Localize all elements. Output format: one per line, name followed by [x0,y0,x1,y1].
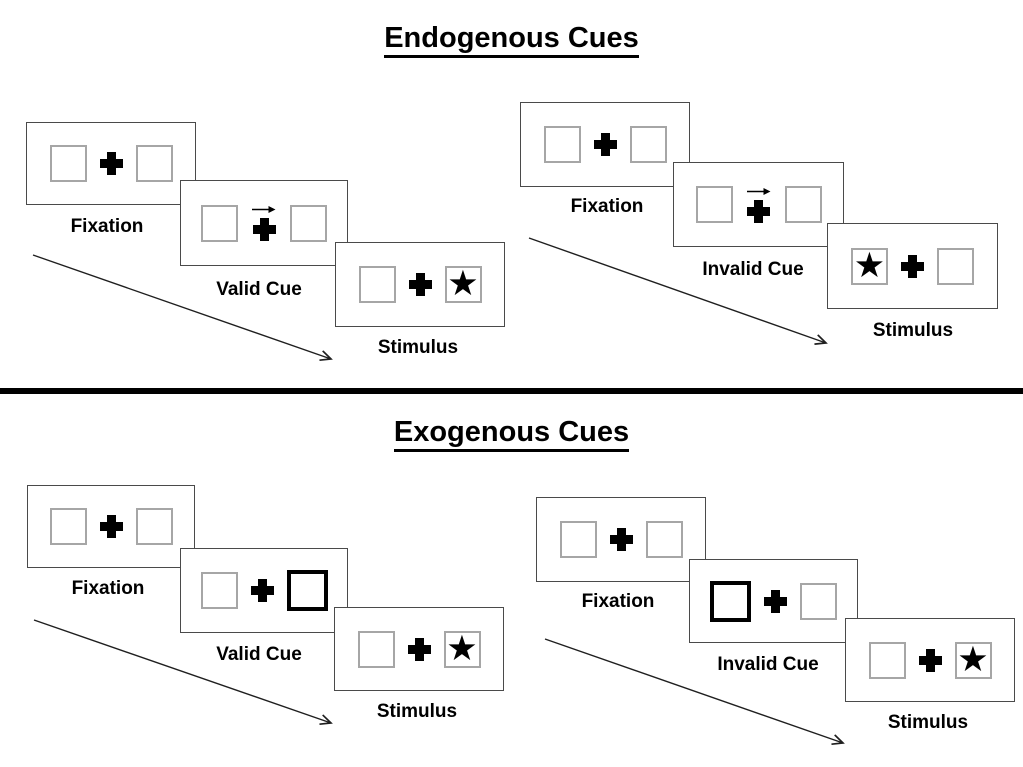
panel-label: Stimulus [872,320,954,341]
highlighted-cue-box [286,570,328,611]
star-stimulus-box: ★ [444,264,482,303]
left-placeholder-box [559,521,597,558]
right-placeholder-box [135,145,173,182]
left-placeholder-box [357,630,395,668]
star-icon: ★ [447,264,479,303]
star-stimulus-box: ★ [851,245,888,285]
right-placeholder-box [645,521,683,558]
center-group [901,254,924,278]
fixation-cross-icon [747,199,770,223]
left-placeholder-box [543,126,581,163]
center-group [764,589,787,613]
fixation-cross-icon [609,528,633,551]
section-title-text: Endogenous Cues [384,22,639,58]
center-group [250,579,274,602]
center-group [593,133,617,156]
right-arrow-cue-icon [252,206,276,213]
panel-label: Stimulus [887,712,969,733]
panel-content [181,549,347,632]
panel-label: Fixation [71,578,145,599]
stimulus-panel: ★ [845,618,1015,702]
panel-content [521,103,689,186]
panel-label: Valid Cue [216,279,302,300]
valid-cue-panel [180,180,348,266]
timeline-arrow [544,638,852,752]
fixation-panel [26,122,196,205]
fixation-panel [27,485,195,568]
star-stimulus-box: ★ [443,628,481,668]
fixation-cross-icon [408,273,432,296]
right-placeholder-box [784,186,822,223]
panel-content [27,123,195,204]
fixation-cross-icon [99,152,123,175]
panel-label: Stimulus [376,701,458,722]
panel-content [537,498,705,581]
panel-content [674,163,843,246]
fixation-panel [536,497,706,582]
invalid-cue-panel [673,162,844,247]
fixation-cross-icon [764,589,787,613]
left-placeholder-box [201,204,238,242]
panel-label: Fixation [570,196,644,217]
left-placeholder-box [49,508,87,545]
panel-label: Fixation [581,591,655,612]
fixation-cross-icon [407,637,431,661]
section-title-endogenous: Endogenous Cues [0,22,1023,58]
center-group [918,648,942,672]
valid-cue-panel [180,548,348,633]
invalid-cue-panel [689,559,858,643]
panel-content: ★ [846,619,1014,701]
panel-label: Invalid Cue [702,259,804,280]
section-title-exogenous: Exogenous Cues [0,416,1023,452]
star-stimulus-box: ★ [954,639,992,679]
panel-label: Valid Cue [216,644,302,665]
panel-content: ★ [336,243,504,326]
left-placeholder-box [358,266,396,303]
timeline-arrow [528,237,836,352]
stimulus-panel: ★ [335,242,505,327]
center-group [746,187,772,223]
center-group [609,528,633,551]
center-group [408,273,432,296]
left-placeholder-box [49,145,87,182]
center-group [99,152,123,175]
panel-label: Fixation [70,216,144,237]
panel-content [28,486,194,567]
center-group [251,205,277,241]
timeline-arrow [33,619,342,732]
section-title-text: Exogenous Cues [393,416,630,452]
fixation-cross-icon [99,515,123,538]
panel-label: Stimulus [377,337,459,358]
star-icon: ★ [853,245,886,285]
right-placeholder-box [135,508,173,545]
right-placeholder-box [290,204,327,242]
fixation-cross-icon [252,218,276,241]
fixation-cross-icon [250,579,274,602]
panel-content: ★ [828,224,997,308]
panel-content [181,181,347,265]
right-arrow-cue-icon [746,187,770,195]
panel-content [690,560,857,642]
panel-label: Invalid Cue [717,654,819,675]
fixation-cross-icon [593,133,617,156]
center-group [407,637,431,661]
timeline-arrow [32,254,342,370]
star-icon: ★ [957,639,989,679]
highlighted-cue-box [710,580,751,622]
stimulus-panel: ★ [827,223,998,309]
fixation-cross-icon [918,648,942,672]
left-placeholder-box [868,641,906,679]
right-placeholder-box [937,247,974,285]
fixation-panel [520,102,690,187]
right-placeholder-box [629,126,667,163]
section-divider [0,388,1023,394]
panel-content: ★ [335,608,503,690]
fixation-cross-icon [901,254,924,278]
left-placeholder-box [200,572,238,609]
right-placeholder-box [800,582,837,620]
star-icon: ★ [446,628,478,668]
stimulus-panel: ★ [334,607,504,691]
center-group [99,515,123,538]
left-placeholder-box [695,186,733,223]
